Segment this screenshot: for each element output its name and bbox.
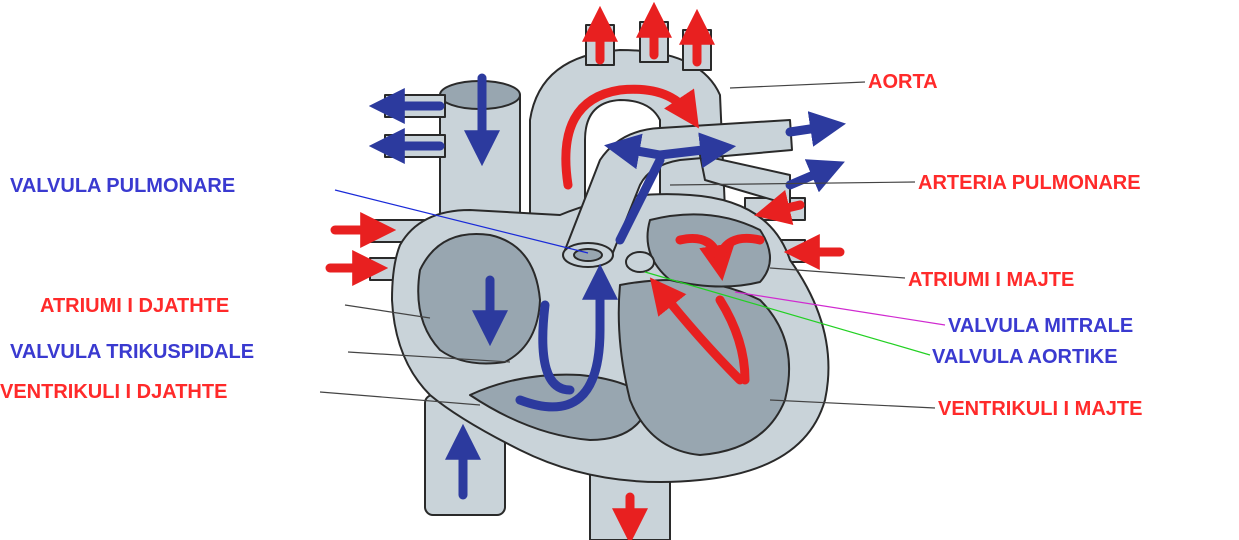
left-atrium-chamber	[648, 214, 771, 286]
label-valvula-mitrale: VALVULA MITRALE	[948, 315, 1133, 337]
leader-aorta	[730, 82, 865, 88]
label-atriumi-djathte: ATRIUMI I DJATHTE	[40, 295, 229, 317]
label-arteria-pulmonare: ARTERIA PULMONARE	[918, 172, 1141, 194]
label-valvula-trikuspidale: VALVULA TRIKUSPIDALE	[10, 341, 254, 363]
label-ventrikuli-djathte: VENTRIKULI I DJATHTE	[0, 381, 227, 403]
label-aorta: AORTA	[868, 71, 938, 93]
label-ventrikuli-majte: VENTRIKULI I MAJTE	[938, 398, 1142, 420]
right-atrium-chamber	[418, 234, 540, 364]
label-valvula-aortike: VALVULA AORTIKE	[932, 346, 1118, 368]
label-atriumi-majte: ATRIUMI I MAJTE	[908, 269, 1074, 291]
aortic-valve-ring	[626, 252, 654, 272]
label-valvula-pulmonare: VALVULA PULMONARE	[10, 175, 235, 197]
